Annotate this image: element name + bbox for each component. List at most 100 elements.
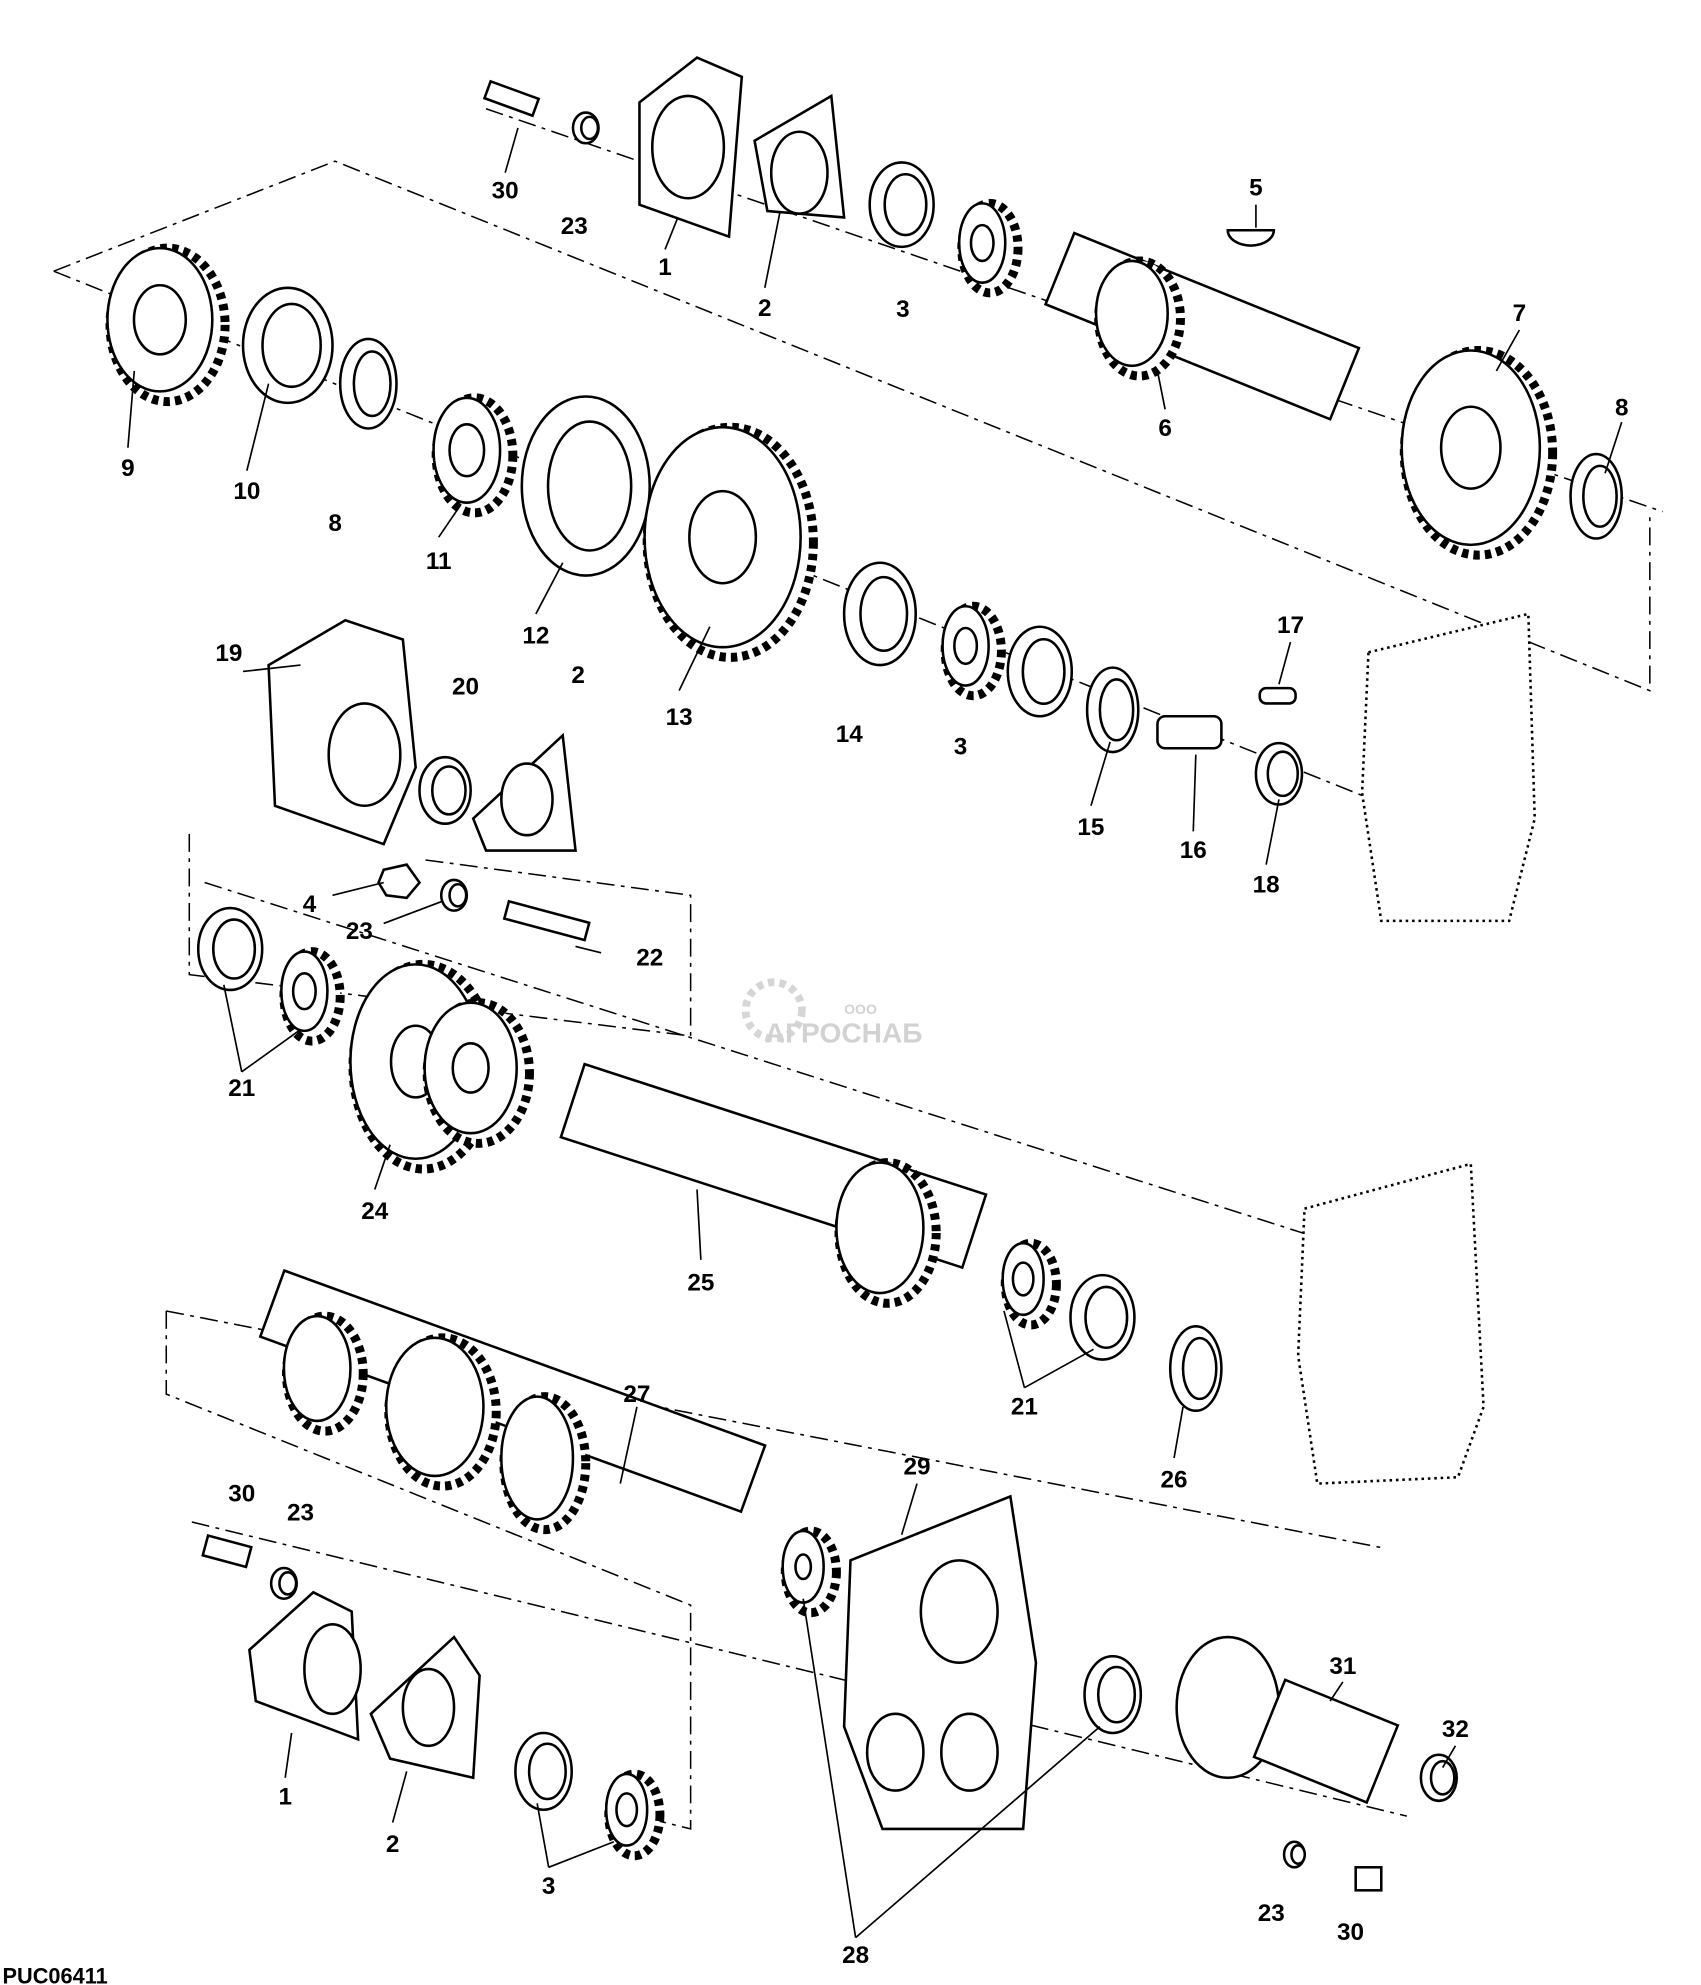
nut-4 [377,863,422,900]
seal-20-inner [431,765,467,816]
axis-line [188,833,692,1037]
snap-ring-15-inner [1098,678,1135,742]
gasket-outline [1360,612,1537,923]
bevel-gear-21-bore [1011,1261,1035,1297]
callout-11: 11 [426,548,452,575]
leader-line [332,881,384,897]
callout-22: 22 [636,945,663,972]
callout-5: 5 [1249,175,1263,202]
callout-24: 24 [361,1198,389,1225]
snap-ring-8-inner [1582,464,1618,528]
sleeve-12-inner [546,420,633,552]
callout-8: 8 [328,510,342,537]
leader-line [1495,329,1521,372]
callout-2: 2 [386,1831,400,1858]
snap-ring-8-inner [352,350,392,418]
leader-line [678,626,711,692]
watermark: АГРОСНАБ ООО [741,978,923,1048]
leader-line [575,945,602,954]
callout-32: 32 [1442,1716,1469,1743]
leader-line [1003,1310,1026,1388]
axis-line [165,1310,692,1830]
callout-3: 3 [896,296,910,323]
leader-line [1173,1406,1184,1459]
callout-29: 29 [903,1454,930,1481]
bevel-gear-3-bore [615,1792,639,1828]
callout-2: 2 [571,662,585,689]
gear-13-bore [688,489,758,585]
shaft-27-gear-1-face [282,1314,352,1423]
leader-line [241,1028,302,1073]
leader-line [900,1483,918,1536]
callout-28: 28 [842,1942,869,1969]
leader-line [1156,370,1166,410]
leader-line [504,127,519,173]
callout-25: 25 [687,1269,714,1296]
shaft-6-gear-face [1094,259,1169,368]
washer-23-inner [448,882,468,908]
exploded-parts-artwork [53,56,1663,1939]
callout-26: 26 [1161,1466,1188,1493]
watermark-prefix: ООО [844,1001,877,1017]
bevel-gear-3-bore [969,223,995,263]
watermark-text: АГРОСНАБ [765,1017,923,1048]
leader-line [1265,799,1280,865]
pin-17 [1258,686,1297,705]
bearing-cup-3-inner [527,1742,567,1801]
callout-18: 18 [1253,872,1280,899]
snap-ring-26-inner [1181,1336,1218,1401]
callout-8: 8 [1615,395,1629,422]
shaft-25-gear-face [835,1161,925,1295]
callout-2: 2 [758,295,772,322]
callout-31: 31 [1329,1653,1356,1680]
callout-1: 1 [658,254,672,281]
gear-24-small-bore [451,1042,490,1094]
leader-line [664,217,679,250]
callout-9: 9 [121,455,135,482]
leader-line [696,1189,702,1260]
plate-29-hole [940,1712,999,1792]
washer-23-inner [1290,1844,1307,1865]
gear-7-bore [1439,405,1502,490]
shaft-27-gear-3-face [500,1395,575,1521]
washer-23-inner [580,115,600,141]
seal-32-inner [1429,1759,1456,1796]
bearing-cup-21-inner [211,918,257,980]
leader-line [763,210,781,288]
bolt-30 [482,79,541,118]
thrust-washer-14-inner [859,575,909,653]
callout-30: 30 [492,177,519,204]
leader-line [1024,1348,1094,1389]
gasket-outline [1296,1162,1485,1485]
seal-18-inner [1266,750,1300,798]
callout-7: 7 [1513,300,1527,327]
hub-31-shaft [1252,1678,1400,1805]
callout-14: 14 [836,721,864,748]
callout-4: 4 [303,891,317,918]
gear-11-bore [448,423,486,478]
leader-line [548,1840,615,1869]
leader-line [536,1803,550,1868]
bearing-cup-3-inner [1021,637,1066,705]
callout-17: 17 [1277,612,1304,639]
leader-line [437,504,462,538]
shaft-6 [1043,231,1361,421]
shaft-27-gear-2-face [384,1336,485,1478]
callout-20: 20 [452,674,479,701]
bevel-gear-28-bore [794,1553,813,1581]
callout-23: 23 [346,918,373,945]
axis-line [204,881,1408,1267]
callout-3: 3 [542,1873,556,1900]
gasket-2-hole [500,762,554,837]
axis-line [53,160,1651,692]
callout-13: 13 [666,704,693,731]
gasket-2-hole [401,1667,456,1748]
leader-line [1192,754,1197,832]
callout-3: 3 [954,734,968,761]
bolt-30 [201,1533,253,1569]
callout-12: 12 [522,622,549,649]
leader-line [1090,741,1111,807]
callout-23: 23 [1258,1900,1285,1927]
leader-line [383,900,442,925]
leader-line [535,562,564,615]
